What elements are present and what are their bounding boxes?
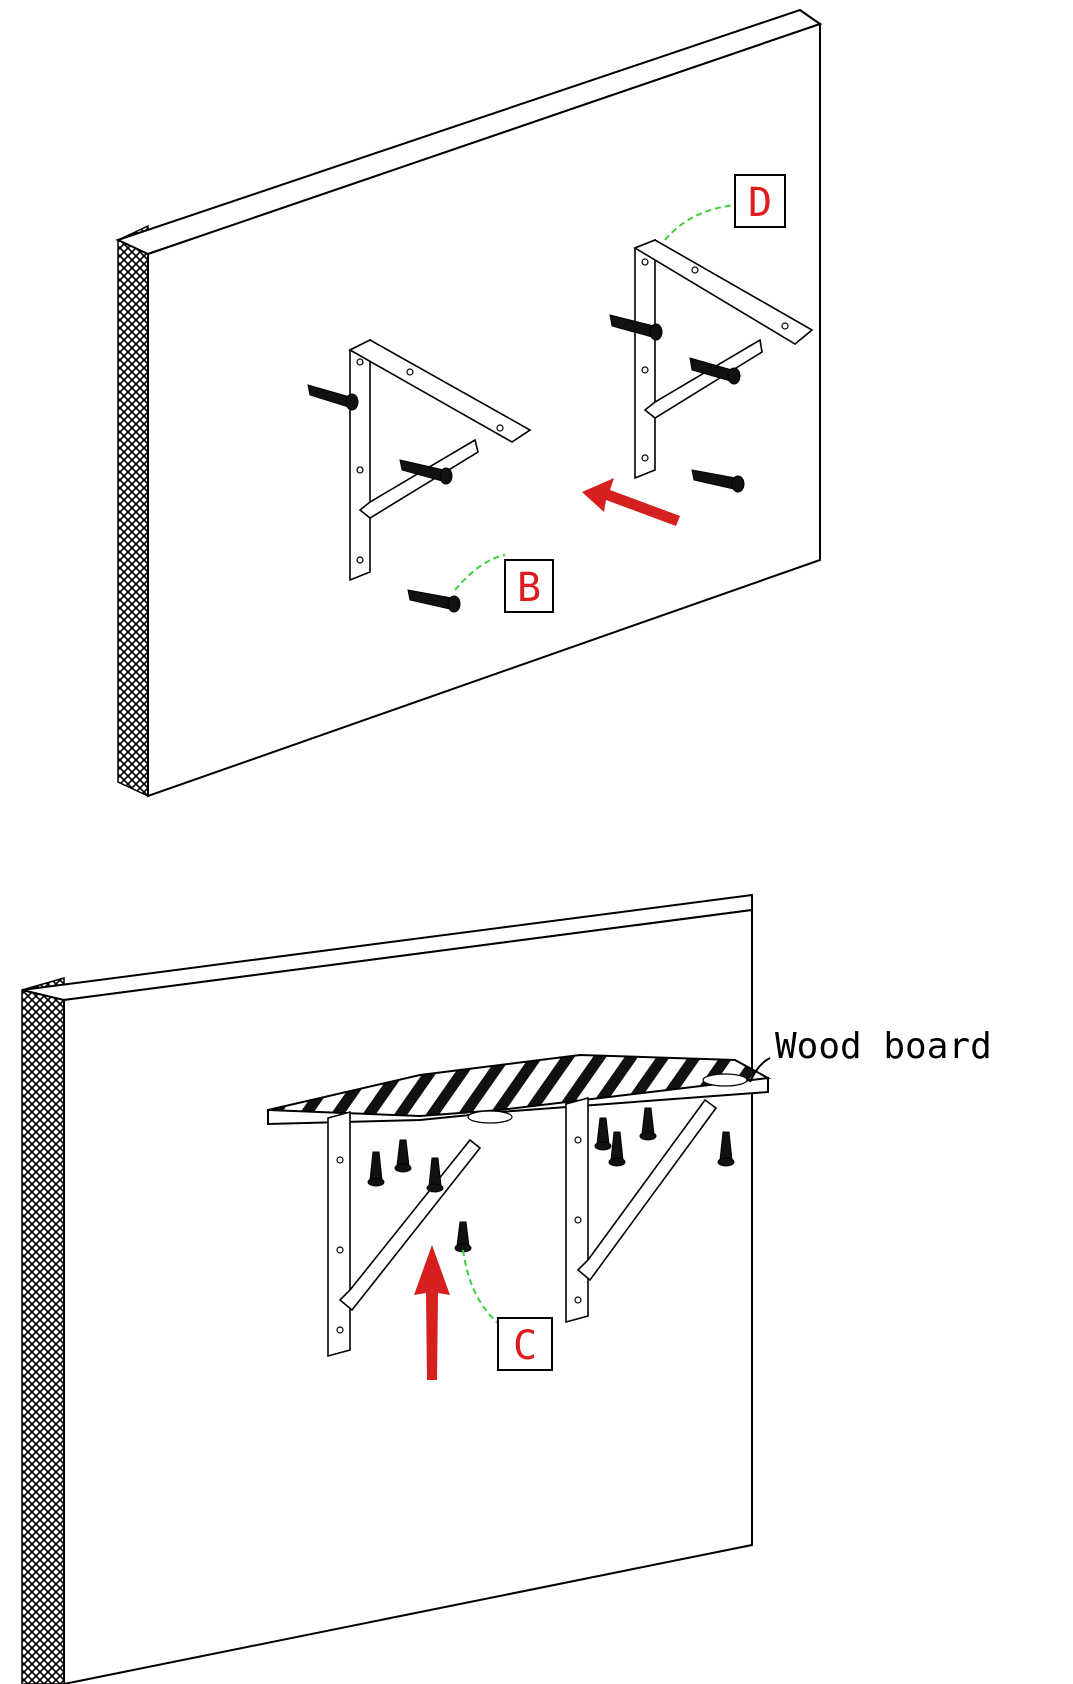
- screw-icon: [609, 314, 663, 341]
- screws-step2: [367, 1107, 735, 1253]
- screw-icon: [399, 459, 453, 485]
- bracket-hole: [356, 358, 364, 366]
- wood-board-caption: Wood board: [775, 1026, 992, 1067]
- bracket-horizontal-arm: [348, 339, 532, 443]
- wall-edge-hatched: [21, 977, 65, 1684]
- screw-icon: [608, 1131, 626, 1167]
- screw-icon: [307, 384, 359, 411]
- screw-icon: [407, 589, 461, 613]
- bracket-brace: [576, 1098, 718, 1282]
- screw-icon: [594, 1117, 612, 1151]
- bracket-hole: [641, 258, 649, 266]
- part-label-d-text: D: [748, 180, 772, 226]
- bracket-horizontal-arm: [633, 239, 814, 345]
- bracket-tab: [702, 1073, 748, 1087]
- bracket-tab: [467, 1110, 513, 1124]
- bracket-hole: [336, 1246, 344, 1254]
- bracket-hole: [496, 424, 504, 432]
- bracket-hole: [336, 1326, 344, 1334]
- bracket-hole: [336, 1156, 344, 1164]
- bracket-left-step1: [348, 338, 532, 582]
- bracket-hole: [641, 366, 649, 374]
- part-label-b-text: B: [517, 565, 541, 611]
- screw-icon: [689, 357, 741, 385]
- bracket-hole: [356, 556, 364, 564]
- bracket-brace: [643, 338, 763, 419]
- leader-line-b: [454, 554, 506, 591]
- bracket-vertical-leg: [349, 338, 371, 582]
- arrow-up-icon: [414, 1245, 450, 1380]
- bracket-hole: [574, 1136, 582, 1144]
- leader-line-d: [664, 204, 736, 241]
- bracket-hole: [641, 454, 649, 462]
- bracket-right-step1: [633, 238, 814, 480]
- screw-icon: [691, 469, 745, 493]
- part-label-c-text: C: [513, 1323, 537, 1369]
- step2-wall-panel: [21, 893, 753, 1684]
- wood-board-leader: [749, 1057, 771, 1083]
- bracket-vertical-leg: [634, 238, 656, 480]
- leader-line-c: [462, 1249, 501, 1326]
- bracket-hole: [356, 466, 364, 474]
- part-label-d: D: [734, 174, 786, 228]
- wall-front-face: [63, 908, 753, 1684]
- screw-icon: [639, 1107, 657, 1141]
- wood-board-top: [267, 1053, 772, 1118]
- bracket-vertical-leg: [565, 1096, 589, 1324]
- screw-icon: [717, 1131, 735, 1167]
- screws-step1: [307, 314, 745, 613]
- bracket-brace: [338, 1138, 482, 1312]
- bracket-brace: [358, 438, 479, 519]
- wall-edge-hatched: [117, 224, 149, 798]
- bracket-hole: [691, 266, 699, 274]
- part-label-b: B: [504, 559, 554, 613]
- bracket-vertical-leg: [327, 1110, 351, 1358]
- bracket-hole: [574, 1216, 582, 1224]
- bracket-left-step2: [327, 1110, 513, 1358]
- bracket-hole: [574, 1296, 582, 1304]
- arrow-left-icon: [582, 478, 680, 526]
- bracket-hole: [406, 368, 414, 376]
- bracket-hole: [781, 322, 789, 330]
- screw-icon: [426, 1157, 444, 1193]
- screw-icon: [394, 1139, 412, 1173]
- screw-icon: [367, 1151, 385, 1187]
- bracket-right-step2: [565, 1073, 748, 1324]
- part-label-c: C: [497, 1317, 553, 1371]
